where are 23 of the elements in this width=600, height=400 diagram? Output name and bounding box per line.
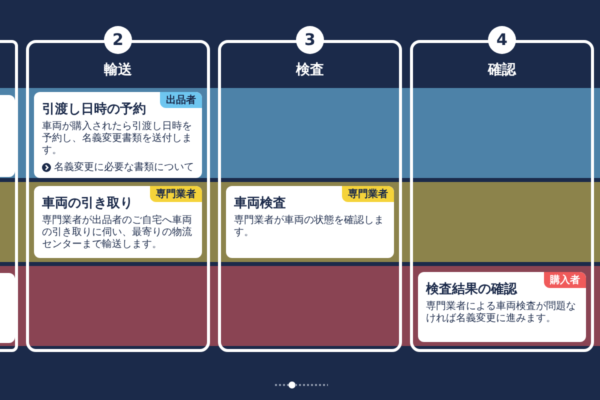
step-heading: 輸送 (103, 61, 133, 79)
task-title: 引渡し日時の予約 (42, 100, 147, 118)
task-card (418, 272, 586, 342)
role-tag: 出品者 (160, 92, 202, 108)
task-title: 検査結果の確認 (426, 281, 518, 298)
task-title: 車両検査 (234, 195, 287, 212)
step-number: 2 (104, 26, 132, 54)
step-heading: 確認 (486, 61, 518, 79)
task-title: 車両の引き取り (42, 195, 134, 212)
role-tag: 専門業者 (342, 186, 394, 202)
role-tag: 専門業者 (150, 186, 202, 202)
role-tag: 購入者 (544, 272, 586, 288)
task-card (34, 186, 202, 258)
step-number: 3 (296, 26, 324, 54)
task-card (226, 186, 394, 258)
task-description: 専門業者が車両の状態を確認します。 (234, 215, 385, 239)
task-description: 専門業者が出品者のご自宅へ車両の引き取りに伺い、最寄りの物流センターまで輸送します。 (42, 215, 193, 251)
step-number: 4 (488, 26, 516, 54)
task-description: 専門業者による車両検査が問題なければ名義変更に進みます。 (426, 301, 577, 325)
task-card (34, 92, 202, 178)
task-description: 車両が購入されたら引渡し日時を予約し、名義変更書類を送付します。 (42, 121, 193, 157)
info-link: 名義変更に必要な書類について (54, 160, 194, 174)
step-heading: 検査 (294, 61, 325, 79)
